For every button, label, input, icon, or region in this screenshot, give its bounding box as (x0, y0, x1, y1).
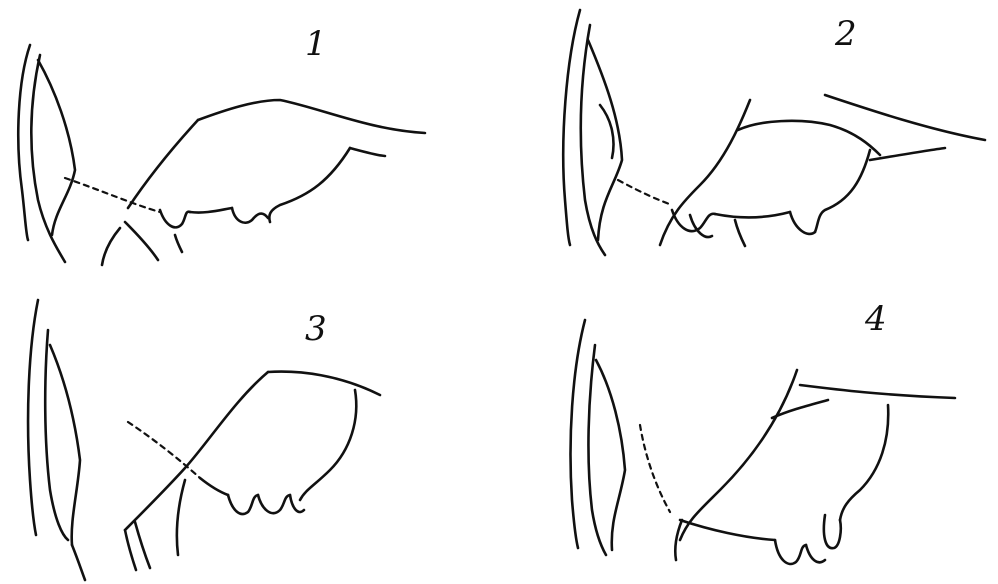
panel-4-teat-mid (806, 545, 825, 562)
panel-4: 4 (571, 299, 955, 564)
panel-2-teat-front (672, 210, 715, 231)
panel-4-teat-front (775, 540, 806, 564)
panel-2-dashed-guide (618, 180, 672, 205)
panel-4-udder-base (680, 520, 775, 540)
panel-3-udder-rear (300, 390, 356, 500)
panel-1-leg-outline (18, 45, 30, 240)
panel-2-leg-outline (563, 10, 580, 245)
panel-3-udder-front (125, 372, 268, 530)
panel-1-body-line (198, 100, 425, 133)
panel-4-dashed-guide (640, 425, 670, 512)
panel-3-front-leg-2 (135, 522, 150, 568)
panel-4-leg-outline (571, 320, 585, 548)
panel-2-udder-base (715, 212, 790, 218)
panel-1-fold-line (350, 148, 385, 156)
panel-4-teat-rear (824, 515, 841, 548)
panel-4-leg-contour (596, 360, 625, 550)
panel-1-teat-rear (232, 208, 268, 223)
panel-3: 3 (28, 300, 380, 580)
panel-4-udder-front (680, 370, 797, 540)
panel-4-label: 4 (864, 299, 887, 339)
panel-2: 2 (563, 10, 985, 255)
panel-3-leg-tail (72, 545, 85, 580)
panel-2-label: 2 (834, 14, 857, 54)
panel-2-leg-loop (600, 105, 614, 158)
panel-1-udder-front (128, 120, 198, 208)
panel-1-udder-rear (269, 148, 350, 222)
panel-1-udder-base (190, 208, 232, 213)
panel-3-front-leg-3 (177, 480, 185, 555)
panel-1-front-leg-2 (125, 222, 158, 260)
panel-3-back-line (268, 372, 380, 395)
panel-3-label: 3 (305, 309, 327, 349)
panel-3-teat-front (228, 495, 258, 514)
panel-4-udder-rear (840, 405, 888, 520)
panel-2-leg-contour (588, 40, 622, 240)
panel-2-teat-rear (790, 212, 815, 234)
panel-1-teat-front (160, 210, 190, 227)
panel-3-front-leg (125, 530, 136, 570)
panel-2-udder-rear (815, 150, 870, 232)
panel-3-teat-mid (258, 495, 290, 513)
panel-3-leg-outline (28, 300, 38, 535)
panel-2-teat-mid (735, 220, 745, 246)
panel-1-leg-inner (31, 55, 65, 262)
panel-1-leg-contour (38, 60, 75, 235)
panel-1: 1 (18, 24, 425, 265)
panel-3-udder-base (200, 478, 228, 495)
panel-2-udder-body (738, 121, 880, 155)
panel-1-teat-stub (175, 235, 182, 252)
panel-2-fold (870, 148, 945, 160)
panel-4-back-line (800, 385, 955, 398)
panel-3-dashed-guide (128, 422, 200, 478)
panel-1-front-leg (102, 228, 120, 265)
panel-1-label: 1 (305, 24, 327, 64)
